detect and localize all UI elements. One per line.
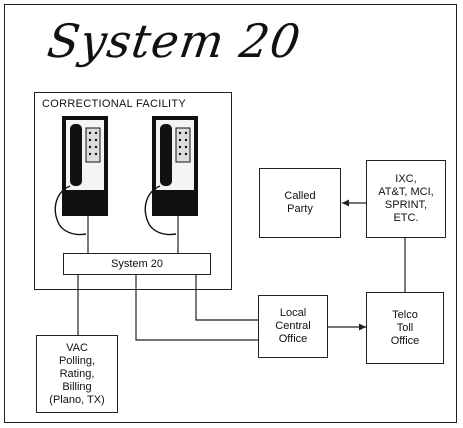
payphone-icon: [145, 116, 198, 235]
ixc-box: IXC, AT&T, MCI, SPRINT, ETC.: [366, 160, 446, 238]
arrowheads: [342, 200, 366, 331]
system-20-box: System 20: [63, 253, 211, 275]
telco-toll-office-box: Telco Toll Office: [366, 292, 444, 364]
local-central-office-box: Local Central Office: [258, 295, 328, 358]
called-party-box: Called Party: [259, 168, 341, 238]
vac-box: VAC Polling, Rating, Billing (Plano, TX): [36, 335, 118, 413]
payphone-icon: [55, 116, 108, 235]
